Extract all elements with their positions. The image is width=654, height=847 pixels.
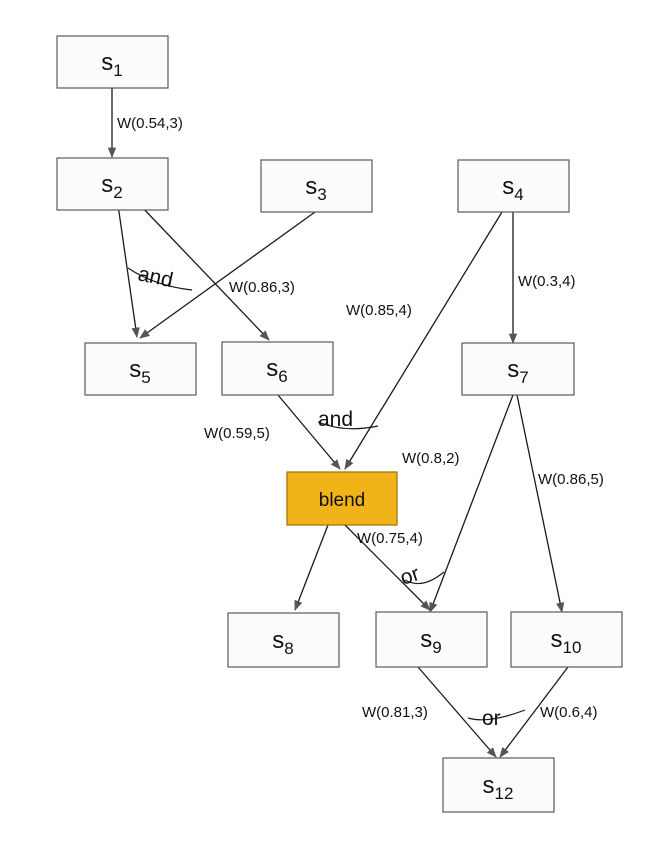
edge-label-s4-blend: W(0.85,4): [346, 302, 412, 319]
edge-blend-s8: [294, 524, 329, 611]
edge-labels: W(0.54,3) W(0.86,3) W(0.85,4) W(0.3,4) W…: [117, 115, 604, 721]
edge-label-s1-s2: W(0.54,3): [117, 115, 183, 132]
edge-label-s2-s6: W(0.86,3): [229, 279, 295, 296]
edge-label-s7-s10: W(0.86,5): [538, 471, 604, 488]
gate-labels: and and or or: [136, 262, 501, 730]
node-s5[interactable]: s5: [84, 342, 197, 396]
node-s2[interactable]: s2: [56, 157, 169, 211]
edge-s7-s10: [516, 394, 565, 614]
node-blend[interactable]: blend: [286, 471, 398, 526]
gate-label-or-s12: or: [482, 707, 501, 730]
node-s7[interactable]: s7: [461, 342, 575, 396]
edge-blend-s9: [344, 524, 431, 611]
svg-text:s1: s1: [101, 49, 122, 80]
edge-label-s10-s12: W(0.6,4): [540, 704, 598, 721]
svg-text:s5: s5: [129, 356, 150, 387]
edge-label-s4-s7: W(0.3,4): [518, 273, 576, 290]
edges: [107, 88, 569, 758]
edge-label-blend-s9: W(0.75,4): [357, 530, 423, 547]
svg-text:blend: blend: [319, 490, 366, 511]
node-s6[interactable]: s6: [221, 341, 334, 396]
edge-s2-s5: [117, 204, 140, 339]
edge-s9-s12: [417, 666, 497, 758]
gate-arc-s5: [127, 267, 193, 291]
svg-text:s8: s8: [272, 627, 293, 658]
svg-text:s3: s3: [305, 173, 326, 204]
node-s12[interactable]: s12: [442, 757, 555, 813]
node-s9[interactable]: s9: [375, 611, 488, 668]
node-s1[interactable]: s1: [56, 35, 169, 89]
edge-s10-s12: [499, 666, 569, 758]
node-s8[interactable]: s8: [227, 612, 340, 668]
gate-arc-s12: [467, 709, 526, 721]
edge-s7-s9: [429, 394, 514, 613]
svg-text:s4: s4: [502, 173, 523, 204]
edge-s2-s6: [139, 204, 270, 341]
node-s10[interactable]: s10: [510, 611, 623, 668]
gate-arc-blend: [317, 421, 379, 430]
edge-label-s6-blend: W(0.59,5): [204, 425, 270, 442]
gate-arc-s9: [404, 571, 445, 585]
svg-text:s10: s10: [551, 626, 582, 657]
edge-s6-blend: [277, 394, 341, 470]
gate-label-and-blend: and: [318, 408, 353, 431]
edge-s3-s5: [139, 211, 316, 339]
svg-text:s2: s2: [101, 171, 122, 202]
svg-text:s9: s9: [420, 626, 441, 657]
edge-label-s9-s12: W(0.81,3): [362, 704, 428, 721]
svg-text:s12: s12: [483, 772, 514, 803]
edge-s4-blend: [344, 211, 503, 470]
gate-label-or-s9: or: [397, 562, 422, 590]
gate-label-and-s5: and: [136, 262, 175, 292]
node-s4[interactable]: s4: [457, 159, 570, 213]
svg-text:s7: s7: [507, 356, 528, 387]
node-s3[interactable]: s3: [260, 159, 373, 213]
edge-label-s7-s9: W(0.8,2): [402, 450, 460, 467]
gate-arcs: [127, 267, 526, 721]
nodes: s1 s2 s3 s4 s5 s6 s7 blend: [56, 35, 623, 813]
svg-text:s6: s6: [266, 355, 287, 386]
